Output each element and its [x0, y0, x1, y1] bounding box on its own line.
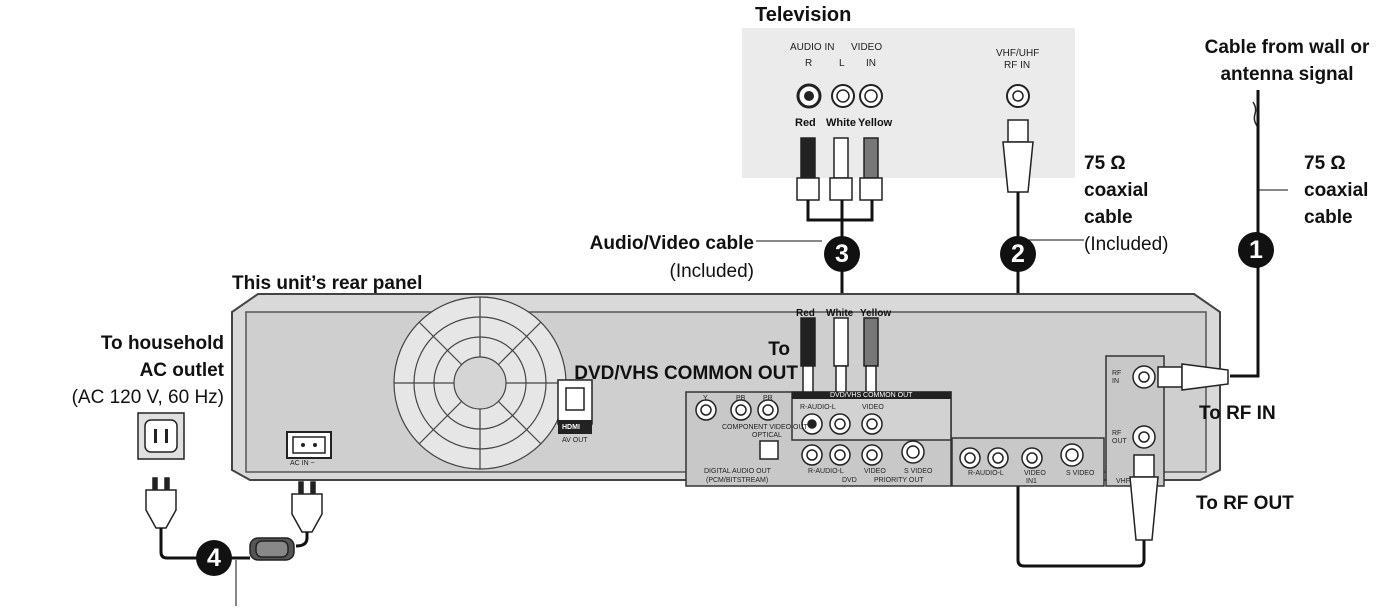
household-label-1: To household [100, 333, 224, 354]
wall-outlet [137, 412, 185, 460]
to-label: To [768, 339, 790, 360]
common-out-target-label: DVD/VHS COMMON OUT [574, 363, 798, 384]
hdmi-label: HDMI [562, 424, 580, 431]
common-r-audio-l-label: R-AUDIO-L [800, 404, 836, 411]
household-label-3: (AC 120 V, 60 Hz) [71, 387, 224, 408]
step-badge-2: 2 [1000, 236, 1036, 272]
in1-video-label: VIDEO [1024, 470, 1046, 477]
tv-in-label: IN [866, 58, 876, 69]
coax-cable-1 [1230, 90, 1260, 378]
unit-yellow-label: Yellow [860, 308, 892, 319]
rf-out-plug [1129, 454, 1159, 541]
optical-label: OPTICAL [752, 432, 782, 439]
household-label-2: AC outlet [139, 360, 224, 381]
unit-rf-in-label: RF IN [1112, 370, 1122, 385]
ac-in-label: AC IN ~ [290, 460, 315, 467]
tv-rf-label-2: RF IN [1004, 60, 1031, 71]
tv-l-label: L [839, 58, 845, 69]
component-pr-label: PR [763, 395, 773, 402]
unit-rf-out-label: RF OUT [1112, 430, 1127, 445]
unit-red-label: Red [796, 308, 815, 319]
av-included-label: (Included) [669, 261, 755, 282]
pcm-bitstream-label: (PCM/BITSTREAM) [706, 477, 769, 484]
coax1-label-3: cable [1304, 207, 1353, 228]
priority-out-label: PRIORITY OUT [874, 477, 924, 484]
television-title: Television [755, 4, 852, 26]
coax2-label-4: (Included) [1084, 234, 1169, 255]
component-y-label: Y [703, 395, 708, 402]
common-out-panel-label: DVD/VHS COMMON OUT [830, 392, 913, 399]
power-cord [159, 528, 309, 560]
component-pb-label: PB [736, 395, 746, 402]
coax1-label-2: coaxial [1304, 180, 1369, 201]
digital-audio-out-label: DIGITAL AUDIO OUT [704, 468, 771, 475]
in1-r-audio-l-label: R-AUDIO-L [968, 470, 1004, 477]
priority-svideo-label: S VIDEO [904, 468, 933, 475]
in1-svideo-label: S VIDEO [1066, 470, 1095, 477]
power-plug-unit [291, 481, 323, 533]
tv-red-label: Red [795, 117, 816, 129]
ac-in-socket [286, 431, 332, 459]
component-jacks [695, 399, 779, 421]
step-badge-4: 4 [196, 540, 232, 576]
in1-jacks [959, 443, 1084, 469]
fan-spokes [394, 297, 566, 469]
av-plugs-tv [796, 137, 883, 201]
unit-white-label: White [826, 308, 854, 319]
in1-label: IN1 [1026, 478, 1037, 485]
cable-from-wall-label-2: antenna signal [1220, 64, 1354, 85]
to-rf-out-label: To RF OUT [1196, 493, 1294, 514]
tv-audio-in-label: AUDIO IN [790, 42, 835, 53]
coax2-label-2: coaxial [1084, 180, 1149, 201]
optical-port [759, 440, 779, 460]
coax-cable-2 [1016, 192, 1146, 568]
av-out-label: AV OUT [562, 437, 588, 444]
common-video-label: VIDEO [862, 404, 884, 411]
to-rf-in-label: To RF IN [1199, 403, 1276, 424]
unit-rf-jacks [1132, 365, 1156, 449]
hdmi-port [557, 379, 593, 434]
coax2-label-1: 75 Ω [1084, 153, 1126, 174]
tv-rf-label-1: VHF/UHF [996, 48, 1040, 59]
dvd-label: DVD [842, 477, 857, 484]
priority-out-jacks [801, 440, 925, 466]
av-plugs-unit [800, 317, 879, 393]
ferrite-core [249, 537, 295, 561]
step-badge-3: 3 [824, 236, 860, 272]
power-plug-outlet [145, 477, 177, 529]
av-cable-label: Audio/Video cable [589, 233, 754, 254]
coax1-label-1: 75 Ω [1304, 153, 1346, 174]
priority-video-label: VIDEO [864, 468, 886, 475]
common-out-jacks [801, 413, 883, 435]
unit-vhf-label: VHF [1116, 478, 1130, 485]
coax2-label-3: cable [1084, 207, 1133, 228]
tv-white-label: White [826, 117, 856, 129]
rear-panel-label: This unit’s rear panel [232, 273, 423, 294]
tv-yellow-label: Yellow [858, 117, 893, 129]
cable-from-wall-label-1: Cable from wall or [1204, 37, 1370, 58]
tv-rf-jack [1006, 84, 1030, 108]
priority-r-audio-l-label: R-AUDIO-L [808, 468, 844, 475]
av-cable-top [806, 200, 874, 240]
tv-r-label: R [805, 58, 813, 69]
rf-plug-tv [1002, 119, 1034, 193]
component-video-out-label: COMPONENT VIDEO OUT [722, 424, 808, 431]
tv-av-jacks [796, 83, 883, 109]
rf-in-plug [1157, 363, 1229, 391]
tv-video-label: VIDEO [851, 42, 883, 53]
step-badge-1: 1 [1238, 232, 1274, 268]
